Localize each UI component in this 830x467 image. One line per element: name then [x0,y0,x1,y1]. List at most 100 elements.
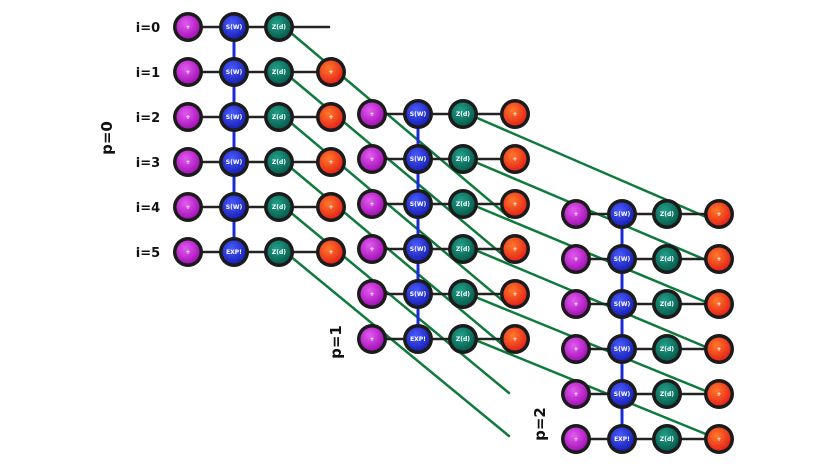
scale-node: S(W) [607,334,637,364]
scale-node-label: S(W) [614,391,631,398]
nodes: + S(W) Z(d) + S(W) Z(d) + + S(W) Z(d) + + S(W) Z(d) + +… [173,12,734,454]
scale-node-fill [610,337,634,361]
scale-node-fill [222,195,246,219]
delay-node-label: Z(d) [272,24,286,31]
plus-node-label: + [185,159,190,166]
delay-node-label: Z(d) [660,436,674,443]
plus-node-fill [176,60,200,84]
plus-node-label: + [369,291,374,298]
delay-node-fill [655,247,679,271]
delay-node-fill [451,147,475,171]
adder-node-label: + [716,391,721,398]
delay-node-label: Z(d) [456,291,470,298]
scale-node-fill [406,237,430,261]
row-label: i=2 [136,111,160,126]
delay-node-label: Z(d) [660,256,674,263]
adder-node-fill [707,292,731,316]
plus-node: + [173,12,203,42]
delay-node: Z(d) [652,244,682,274]
scale-node: S(W) [403,279,433,309]
scale-node-label: EXP! [614,436,630,443]
delay-node: Z(d) [652,334,682,364]
scale-node-label: S(W) [226,24,243,31]
plus-node-label: + [573,301,578,308]
plus-node-fill [360,192,384,216]
scale-node: S(W) [403,99,433,129]
scale-node: S(W) [219,12,249,42]
cross-link-line [282,249,511,438]
delay-node-fill [451,237,475,261]
delay-node: Z(d) [264,102,294,132]
scale-node-fill [610,247,634,271]
delay-node: Z(d) [448,99,478,129]
adder-node-label: + [716,301,721,308]
scale-node: S(W) [607,244,637,274]
plus-node: + [357,234,387,264]
plus-node: + [561,289,591,319]
delay-node-label: Z(d) [272,204,286,211]
scale-node-label: S(W) [614,211,631,218]
adder-node: + [316,192,346,222]
adder-node-label: + [328,114,333,121]
plus-node: + [173,192,203,222]
plus-node-fill [176,240,200,264]
plus-node: + [357,144,387,174]
plus-node-fill [360,102,384,126]
adder-node: + [316,147,346,177]
scale-node-fill [222,105,246,129]
adder-node-label: + [328,249,333,256]
delay-node-label: Z(d) [456,246,470,253]
plus-node-fill [564,247,588,271]
cross-link-line [282,160,511,352]
delay-node-fill [451,192,475,216]
adder-node-label: + [512,111,517,118]
pass-label: p=0 [98,121,116,155]
row-label: i=3 [136,156,160,171]
scale-node: EXP! [219,237,249,267]
adder-node-fill [319,150,343,174]
cross-link-line [466,245,715,352]
delay-node-label: Z(d) [456,156,470,163]
delay-node: Z(d) [264,147,294,177]
adder-node-fill [707,202,731,226]
adder-node-label: + [716,436,721,443]
adder-node: + [704,289,734,319]
scale-node-label: S(W) [226,114,243,121]
adder-node-fill [707,247,731,271]
plus-node-label: + [185,69,190,76]
delay-node-fill [267,195,291,219]
adder-node-label: + [716,211,721,218]
adder-node: + [500,144,530,174]
plus-node-label: + [573,391,578,398]
scale-node-fill [406,327,430,351]
delay-node-label: Z(d) [660,346,674,353]
plus-node-label: + [573,211,578,218]
delay-node-fill [267,15,291,39]
plus-node-label: + [185,24,190,31]
plus-node-fill [176,195,200,219]
adder-node-label: + [512,156,517,163]
cross-link-line [466,335,715,439]
delay-node-fill [267,60,291,84]
cross-link-line [282,205,511,395]
plus-node: + [173,147,203,177]
adder-node: + [500,234,530,264]
scale-node-label: S(W) [410,111,427,118]
adder-node: + [316,237,346,267]
plus-node: + [173,102,203,132]
plus-node: + [173,57,203,87]
delay-node-fill [655,427,679,451]
delay-node: Z(d) [264,192,294,222]
delay-node-fill [655,337,679,361]
cross-link-line [282,115,511,308]
scale-node-fill [406,102,430,126]
scale-node-fill [610,427,634,451]
plus-node: + [561,379,591,409]
adder-node-fill [503,102,527,126]
plus-node-fill [564,202,588,226]
plus-node: + [561,334,591,364]
scale-node-label: EXP! [410,336,426,343]
scale-node-fill [406,282,430,306]
adder-node: + [316,102,346,132]
scale-node-fill [610,202,634,226]
